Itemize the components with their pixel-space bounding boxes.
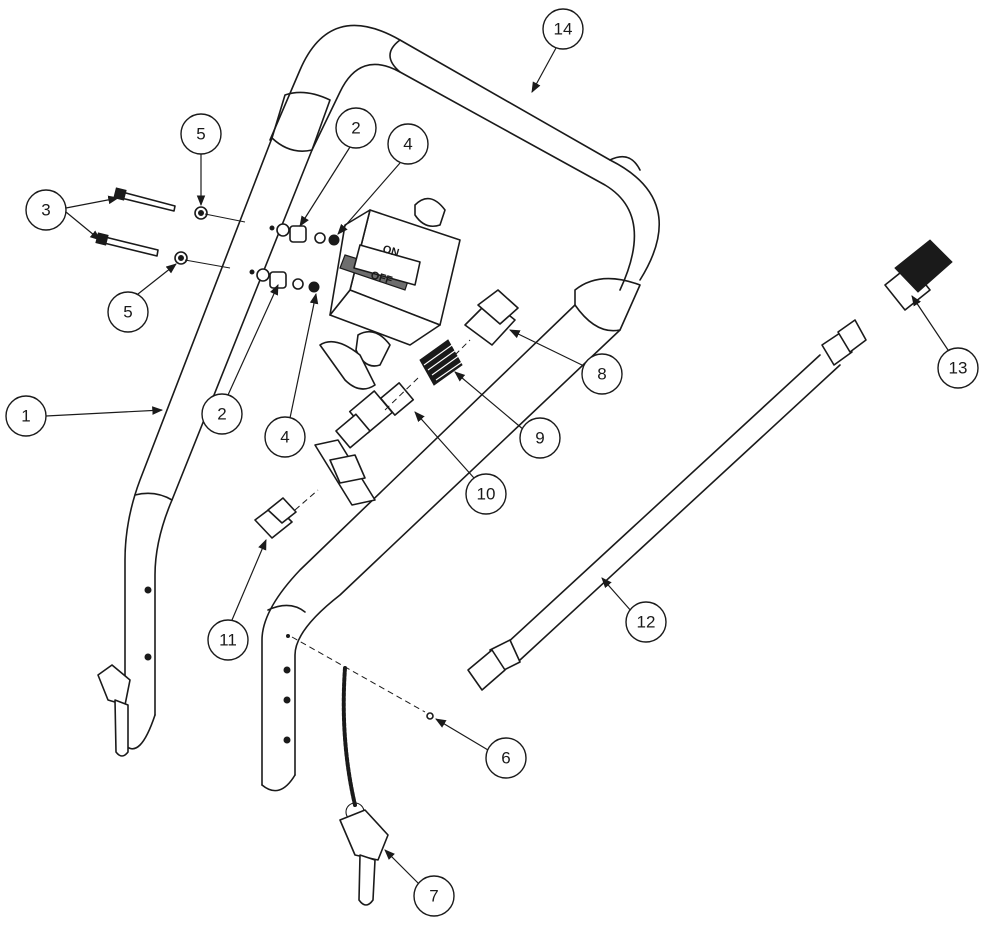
mount-plate bbox=[314, 439, 376, 506]
svg-text:1: 1 bbox=[21, 407, 30, 426]
svg-text:14: 14 bbox=[554, 20, 573, 39]
callout-8: 8 bbox=[509, 329, 623, 395]
callout-4-lower: 4 bbox=[264, 292, 319, 458]
rivet bbox=[291, 636, 434, 720]
callout-4-upper: 4 bbox=[337, 123, 429, 235]
svg-text:4: 4 bbox=[280, 428, 289, 447]
callout-14: 14 bbox=[531, 8, 584, 93]
chain-pin bbox=[339, 666, 389, 906]
nozzle bbox=[884, 239, 953, 311]
washers-left bbox=[174, 206, 208, 265]
ball-valve bbox=[319, 340, 415, 449]
svg-text:5: 5 bbox=[196, 125, 205, 144]
callout-5-upper: 5 bbox=[180, 113, 222, 207]
svg-text:5: 5 bbox=[123, 303, 132, 322]
callout-2-lower: 2 bbox=[201, 284, 279, 435]
valve-on-marking: ON bbox=[381, 243, 400, 259]
callout-1: 1 bbox=[5, 395, 164, 437]
svg-text:8: 8 bbox=[597, 365, 606, 384]
svg-text:9: 9 bbox=[535, 429, 544, 448]
callout-7: 7 bbox=[384, 849, 455, 917]
valve-off-marking: OFF bbox=[369, 269, 394, 287]
hose bbox=[467, 319, 867, 691]
callout-10: 10 bbox=[414, 411, 507, 515]
right-upright-tube bbox=[261, 304, 621, 792]
callout-11: 11 bbox=[207, 539, 267, 661]
callout-12: 12 bbox=[601, 577, 667, 643]
callout-13: 13 bbox=[911, 295, 979, 389]
svg-text:6: 6 bbox=[501, 749, 510, 768]
svg-text:13: 13 bbox=[949, 359, 968, 378]
svg-text:3: 3 bbox=[41, 201, 50, 220]
svg-text:2: 2 bbox=[217, 405, 226, 424]
svg-text:4: 4 bbox=[403, 135, 412, 154]
svg-text:12: 12 bbox=[637, 613, 656, 632]
svg-text:2: 2 bbox=[351, 119, 360, 138]
callout-6: 6 bbox=[435, 718, 527, 779]
spacers-and-nuts bbox=[249, 223, 340, 293]
spring bbox=[419, 339, 463, 386]
svg-text:10: 10 bbox=[477, 485, 496, 504]
callout-2-upper: 2 bbox=[299, 107, 377, 227]
callout-5-lower: 5 bbox=[107, 263, 177, 333]
callout-9: 9 bbox=[454, 371, 561, 459]
left-tube-pin bbox=[97, 664, 131, 757]
svg-text:7: 7 bbox=[429, 887, 438, 906]
valve-box: ON OFF bbox=[329, 197, 461, 367]
handle-bar-top bbox=[269, 24, 661, 332]
svg-text:11: 11 bbox=[219, 631, 237, 650]
bolts bbox=[95, 187, 176, 257]
end-fitting bbox=[254, 497, 297, 539]
callout-3: 3 bbox=[25, 189, 120, 241]
quick-coupler bbox=[464, 289, 519, 346]
